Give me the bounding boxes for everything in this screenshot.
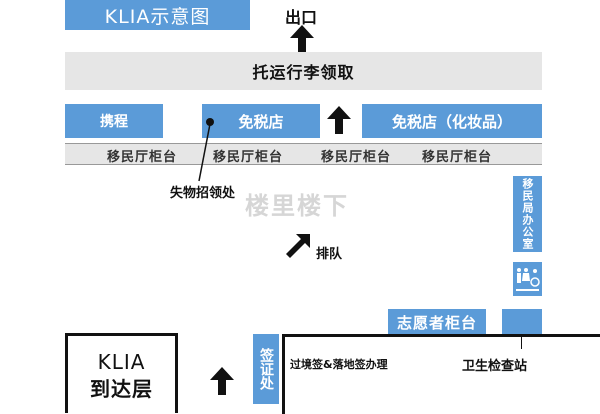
- arrival-hall-label-line1: KLIA: [97, 350, 146, 374]
- immigration-office: 移民局办公室: [513, 176, 542, 252]
- map-title: KLIA示意图: [65, 0, 250, 30]
- up-arrow-icon: [290, 25, 314, 53]
- immigration-counter-label: 移民厅柜台: [422, 150, 493, 165]
- health-check-station-box: [502, 309, 542, 335]
- immigration-counter-label: 移民厅柜台: [213, 150, 284, 165]
- duty-free-cosmetics-shop: 免税店（化妆品）: [362, 104, 542, 138]
- immigration-counter-label: 移民厅柜台: [321, 150, 392, 165]
- arrival-hall-box: [65, 333, 178, 413]
- health-check-leader-line: [521, 335, 522, 349]
- baggage-claim-area: 托运行李领取: [65, 52, 542, 90]
- up-arrow-icon: [210, 367, 234, 395]
- visa-counter: 签证处: [253, 334, 279, 404]
- immigration-counter-bar: 移民厅柜台 移民厅柜台 移民厅柜台 移民厅柜台: [65, 143, 542, 165]
- up-arrow-icon: [327, 106, 351, 134]
- lost-and-found-marker: [206, 118, 214, 126]
- volunteer-counter: 志愿者柜台: [388, 309, 486, 335]
- exit-label: 出口: [285, 8, 318, 27]
- diagonal-arrow-icon: [286, 234, 310, 258]
- lost-and-found-label: 失物招领处: [170, 186, 236, 201]
- duty-free-shop: 免税店: [202, 104, 320, 138]
- lost-and-found-leader-line: [198, 123, 211, 182]
- arrival-hall-label-line2: 到达层: [90, 377, 153, 401]
- health-check-label: 卫生检查站: [462, 359, 528, 374]
- immigration-counter-label: 移民厅柜台: [107, 150, 178, 165]
- visa-processing-label: 过境签&落地签办理: [290, 358, 388, 371]
- queue-label: 排队: [316, 247, 343, 262]
- trip-counter: 携程: [65, 104, 163, 138]
- watermark: 楼里楼下: [245, 192, 349, 220]
- visa-processing-area: [282, 334, 600, 414]
- restroom-icon: [513, 262, 542, 296]
